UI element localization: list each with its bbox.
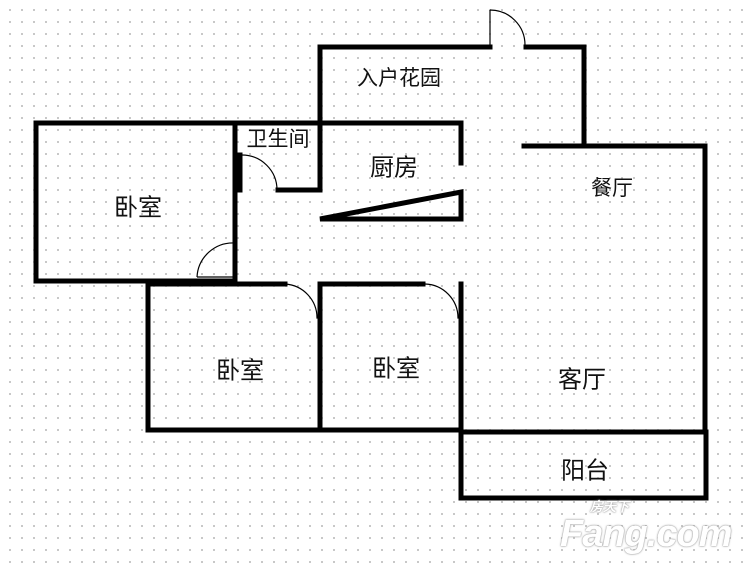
room-label-balcony: 阳台 <box>561 456 609 485</box>
room-label-bathroom: 卫生间 <box>246 127 310 151</box>
room-label-bedroom-2: 卧室 <box>216 356 264 385</box>
room-label-kitchen: 厨房 <box>370 153 418 182</box>
watermark-en: Fang.com <box>560 513 732 555</box>
wall-dining-living <box>521 143 708 435</box>
wall-balcony <box>458 429 709 501</box>
wall-master-bedroom <box>33 120 238 284</box>
door-entry <box>489 9 526 47</box>
room-label-dining: 餐厅 <box>591 176 633 200</box>
room-label-master-bedroom: 卧室 <box>114 193 162 222</box>
door-bathroom <box>241 154 278 191</box>
room-label-living: 客厅 <box>558 365 606 394</box>
wall-bedroom-2 <box>145 281 464 433</box>
door-bedroom-3 <box>424 283 461 319</box>
watermark-logo: 房天下 Fang.com <box>560 499 750 555</box>
wall-kitchen <box>317 120 464 222</box>
room-label-bedroom-3: 卧室 <box>372 354 420 383</box>
wall-entry-garden <box>317 44 587 148</box>
door-master-bedroom <box>196 242 236 278</box>
room-label-entry-garden: 入户花园 <box>357 66 441 90</box>
watermark-cn: 房天下 <box>590 499 630 514</box>
door-bedroom-2 <box>284 283 320 319</box>
